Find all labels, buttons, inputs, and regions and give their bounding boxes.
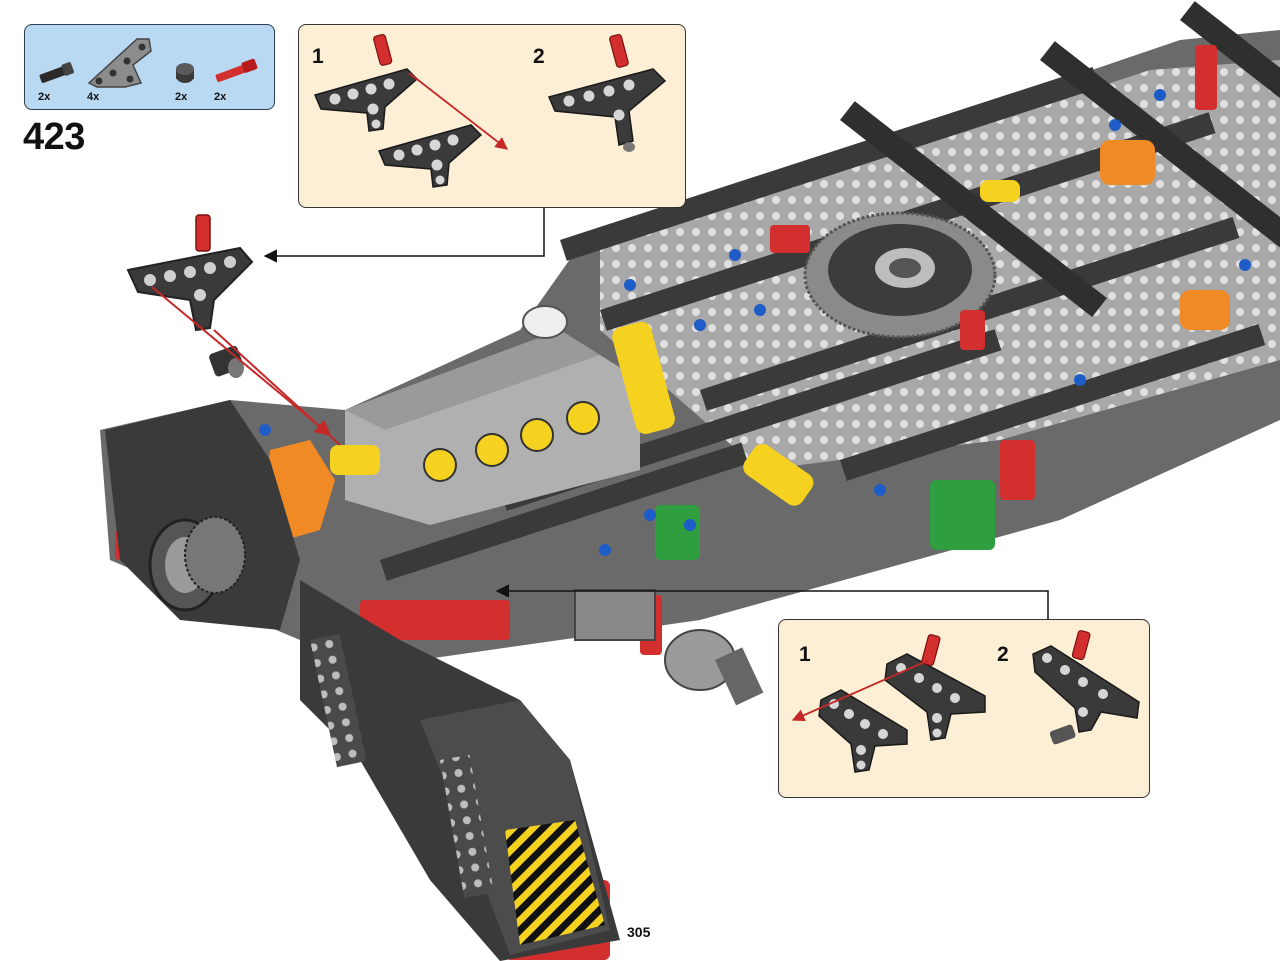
parts-list-box: 2x 4x 2x 2x <box>24 24 275 110</box>
part-qty-2: 4x <box>87 91 100 103</box>
red-axle-pin-icon <box>215 58 258 82</box>
part-qty-3: 2x <box>175 91 188 103</box>
part-qty-1: 2x <box>38 91 51 103</box>
dark-grey-bush-icon <box>176 63 194 83</box>
triangular-beam-icon <box>818 689 908 773</box>
page-number: 305 <box>627 924 651 940</box>
gearbox <box>574 589 764 706</box>
triangular-beam-icon <box>1032 630 1140 745</box>
substep-1-label: 1 <box>312 45 324 68</box>
substep-2-label: 2 <box>533 45 545 68</box>
substep-1-label: 1 <box>799 643 811 666</box>
triangular-beam-icon <box>547 33 667 152</box>
sub-assembly-callout-bottom: 1 2 <box>778 619 1150 798</box>
loose-beam-assembly <box>126 214 254 378</box>
triangular-beam-icon <box>313 33 419 132</box>
step-number: 423 <box>23 116 85 158</box>
black-axle-pin-icon <box>39 62 74 83</box>
triangular-beam-icon <box>884 634 986 741</box>
part-qty-4: 2x <box>214 91 227 103</box>
sub-assembly-callout-top: 1 2 <box>298 24 686 208</box>
grey-triangular-beam-icon <box>87 38 152 88</box>
outrigger-leg <box>300 580 620 961</box>
turntable <box>803 211 997 339</box>
engine-block <box>345 305 640 525</box>
substep-2-label: 2 <box>997 643 1009 666</box>
triangular-beam-icon <box>377 124 483 188</box>
chassis-assembly <box>100 1 1280 961</box>
front-wheel-hub <box>105 400 300 630</box>
